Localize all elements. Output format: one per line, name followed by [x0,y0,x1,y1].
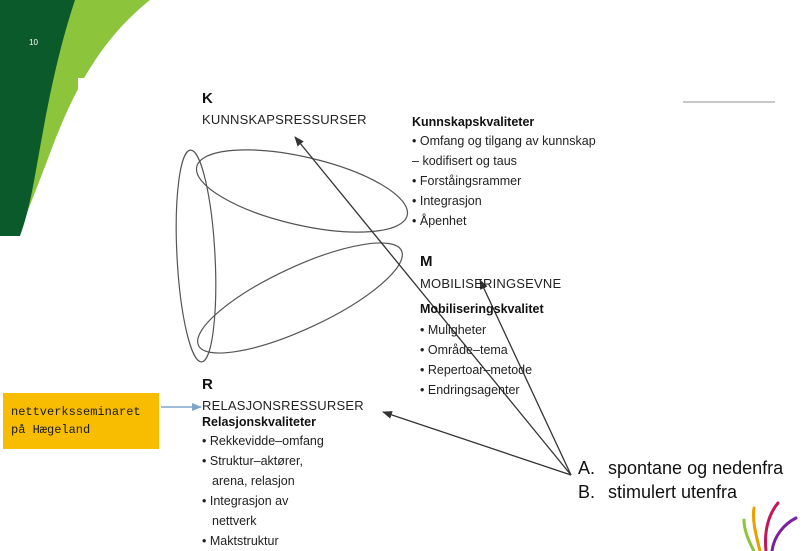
list-item: Muligheter [420,320,532,340]
callout-line-2: på Hægeland [11,423,91,437]
list-item: Forståingsrammer [412,171,596,191]
k-quality-list: Omfang og tilgang av kunnskapkodifisert … [412,131,596,231]
list-item: kodifisert og taus [412,151,596,171]
list-item: Maktstruktur [202,531,324,551]
k-quality-title: Kunnskapskvaliteter [412,115,535,129]
list-item: Struktur–aktører, [202,451,324,471]
list-item: Rekkevidde–omfang [202,431,324,451]
m-quality-title: Mobiliseringskvalitet [420,302,544,316]
list-item: Åpenhet [412,211,596,231]
dark-green-swoosh [0,0,75,236]
m-heading: MOBILISERINGSEVNE [420,276,562,291]
r-quality-list: Rekkevidde–omfangStruktur–aktører, arena,… [202,431,324,551]
callout-line-1: nettverksseminaret [11,405,141,419]
list-item: Repertoar–metode [420,360,532,380]
r-letter: R [202,376,213,393]
list-item: nettverk [212,514,257,528]
arrow-to-k [294,136,572,476]
k-letter: K [202,90,213,107]
option-a: A. spontane og nedenfra [578,457,783,479]
ellipse-k-r [175,149,217,363]
r-heading: RELASJONSRESSURSER [202,398,364,413]
list-item: Område–tema [420,340,532,360]
option-b-key: B. [578,482,596,502]
k-heading: KUNNSKAPSRESSURSER [202,112,367,127]
callout-box: nettverksseminaret på Hægeland [3,393,159,449]
option-a-key: A. [578,458,596,478]
list-item: Endringsagenter [420,380,532,400]
list-item: Omfang og tilgang av kunnskap [412,131,596,151]
m-quality-list: MuligheterOmråde–temaRepertoar–metodeEnd… [420,320,532,400]
logo-icon [742,501,798,551]
list-item: Integrasjon av [202,491,324,511]
m-letter: M [420,253,433,270]
list-item: arena, relasjon [212,474,295,488]
option-b: B. stimulert utenfra [578,481,737,503]
slide-number: 10 [29,38,38,47]
option-a-text: spontane og nedenfra [608,458,784,478]
r-quality-title: Relasjonskvaliteter [202,415,316,429]
list-item: Integrasjon [412,191,596,211]
ellipse-k-m [195,149,409,233]
ellipse-m-r [197,242,403,354]
arrow-to-r [382,411,572,476]
option-b-text: stimulert utenfra [608,482,738,502]
